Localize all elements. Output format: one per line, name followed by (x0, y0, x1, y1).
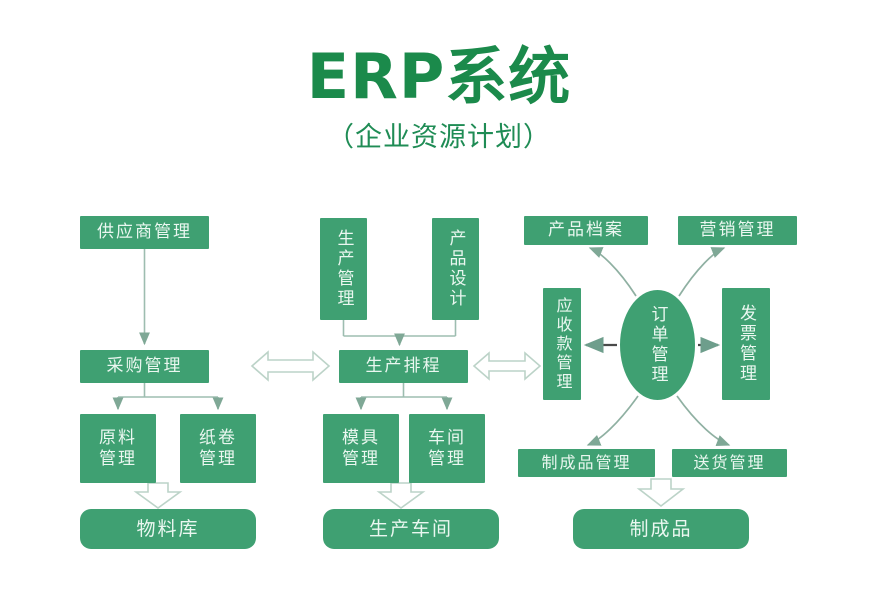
node-production-schedule[interactable]: 生产排程 (339, 350, 468, 383)
node-delivery-mgmt[interactable]: 送货管理 (672, 449, 787, 477)
node-receivable-mgmt[interactable]: 应收款管理 (543, 288, 581, 400)
node-supplier-mgmt[interactable]: 供应商管理 (80, 216, 209, 249)
node-order-mgmt[interactable]: 订单管理 (620, 290, 695, 400)
node-production-workshop[interactable]: 生产车间 (323, 509, 499, 549)
node-production-mgmt[interactable]: 生产管理 (320, 218, 367, 320)
node-material-warehouse[interactable]: 物料库 (80, 509, 256, 549)
node-product-archive[interactable]: 产品档案 (524, 216, 648, 245)
node-purchase-mgmt[interactable]: 采购管理 (80, 350, 209, 383)
node-mold-mgmt[interactable]: 模具管理 (323, 414, 399, 483)
page-title: ERP系统 (306, 40, 572, 113)
node-invoice-mgmt[interactable]: 发票管理 (722, 288, 770, 400)
page-subtitle: （企业资源计划） (327, 122, 551, 153)
node-marketing-mgmt[interactable]: 营销管理 (678, 216, 797, 245)
node-paper-roll-mgmt[interactable]: 纸卷管理 (180, 414, 256, 483)
node-raw-material-mgmt[interactable]: 原料管理 (80, 414, 156, 483)
node-finished-product[interactable]: 制成品 (573, 509, 749, 549)
node-product-design[interactable]: 产品设计 (432, 218, 479, 320)
node-finished-goods-mgmt[interactable]: 制成品管理 (518, 449, 655, 477)
node-workshop-mgmt[interactable]: 车间管理 (409, 414, 485, 483)
